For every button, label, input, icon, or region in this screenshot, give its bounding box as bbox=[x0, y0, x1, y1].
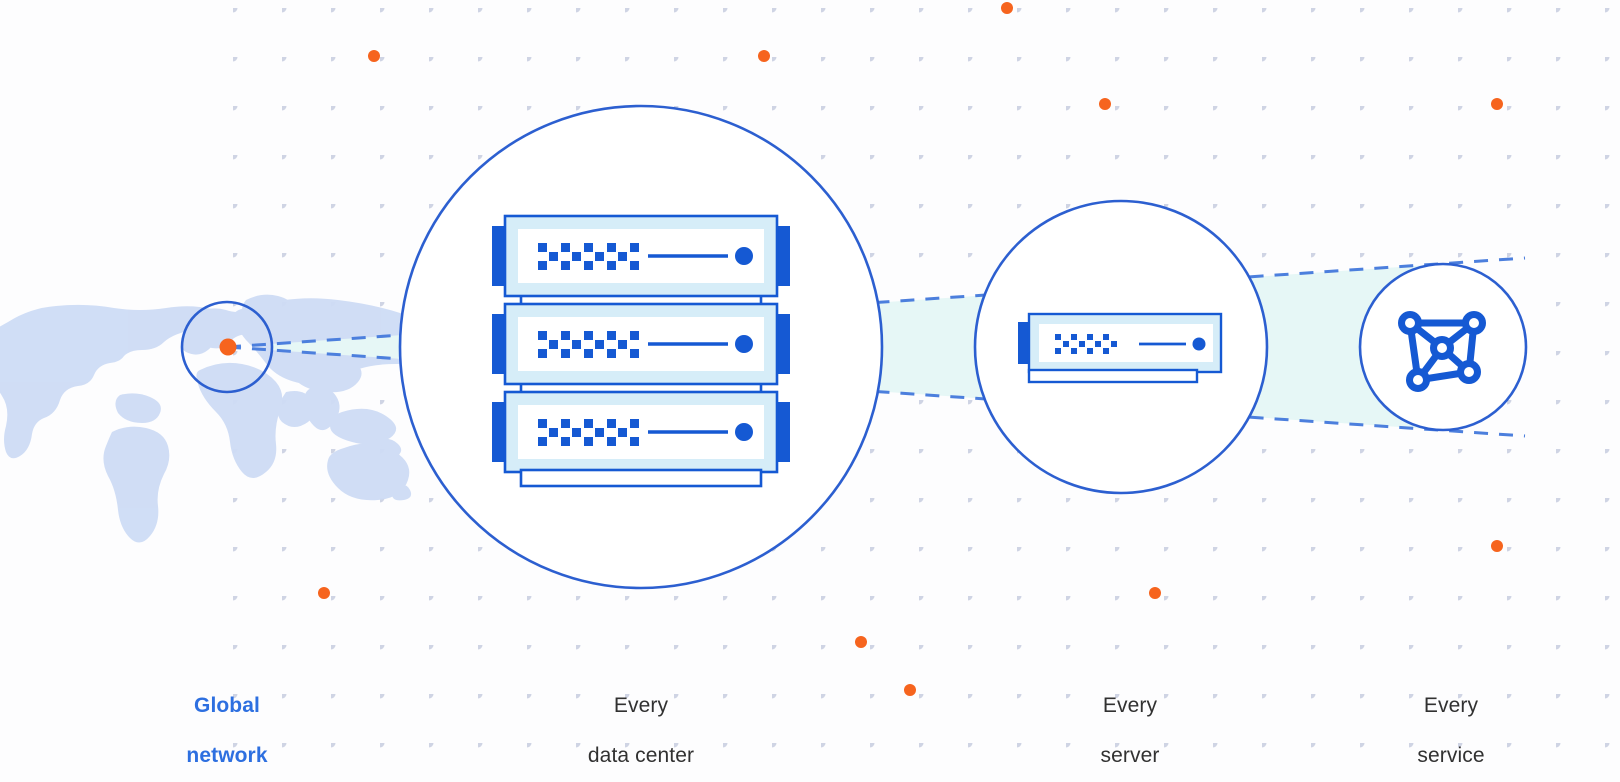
map-circle-outline bbox=[180, 300, 274, 394]
server-circle-outline bbox=[973, 199, 1269, 495]
status-led bbox=[735, 423, 753, 441]
network-node bbox=[1457, 360, 1481, 384]
led-dots bbox=[1055, 334, 1117, 354]
highlight-dot bbox=[1149, 587, 1161, 599]
rack-unit bbox=[492, 214, 790, 298]
highlight-dot bbox=[1491, 98, 1503, 110]
rack-unit bbox=[492, 390, 790, 474]
highlight-dots bbox=[318, 2, 1503, 696]
server-base bbox=[1027, 368, 1199, 384]
highlight-dot bbox=[758, 50, 770, 62]
highlight-dot bbox=[855, 636, 867, 648]
network-nodes-icon bbox=[1398, 311, 1486, 392]
network-node bbox=[1462, 311, 1486, 335]
status-led bbox=[735, 247, 753, 265]
rack-base bbox=[519, 468, 763, 488]
data-center-circle-outline bbox=[398, 104, 884, 590]
service-circle-outline bbox=[1358, 262, 1528, 432]
location-pin-dot bbox=[219, 338, 237, 356]
highlight-dot bbox=[904, 684, 916, 696]
led-dots bbox=[538, 243, 639, 270]
highlight-dot bbox=[1001, 2, 1013, 14]
rack-unit bbox=[492, 302, 790, 386]
led-dots bbox=[538, 419, 639, 446]
status-led bbox=[735, 335, 753, 353]
highlight-dot bbox=[368, 50, 380, 62]
highlight-dot bbox=[1491, 540, 1503, 552]
network-node bbox=[1398, 311, 1422, 335]
highlight-dot bbox=[318, 587, 330, 599]
server-rack-icon bbox=[492, 214, 790, 488]
led-dots bbox=[538, 331, 639, 358]
stage-circle-outlines bbox=[180, 104, 1528, 590]
server-unit-icon bbox=[1018, 312, 1223, 384]
highlight-dot bbox=[1099, 98, 1111, 110]
network-node bbox=[1406, 368, 1430, 392]
network-node bbox=[1430, 336, 1454, 360]
status-led bbox=[1192, 337, 1206, 351]
